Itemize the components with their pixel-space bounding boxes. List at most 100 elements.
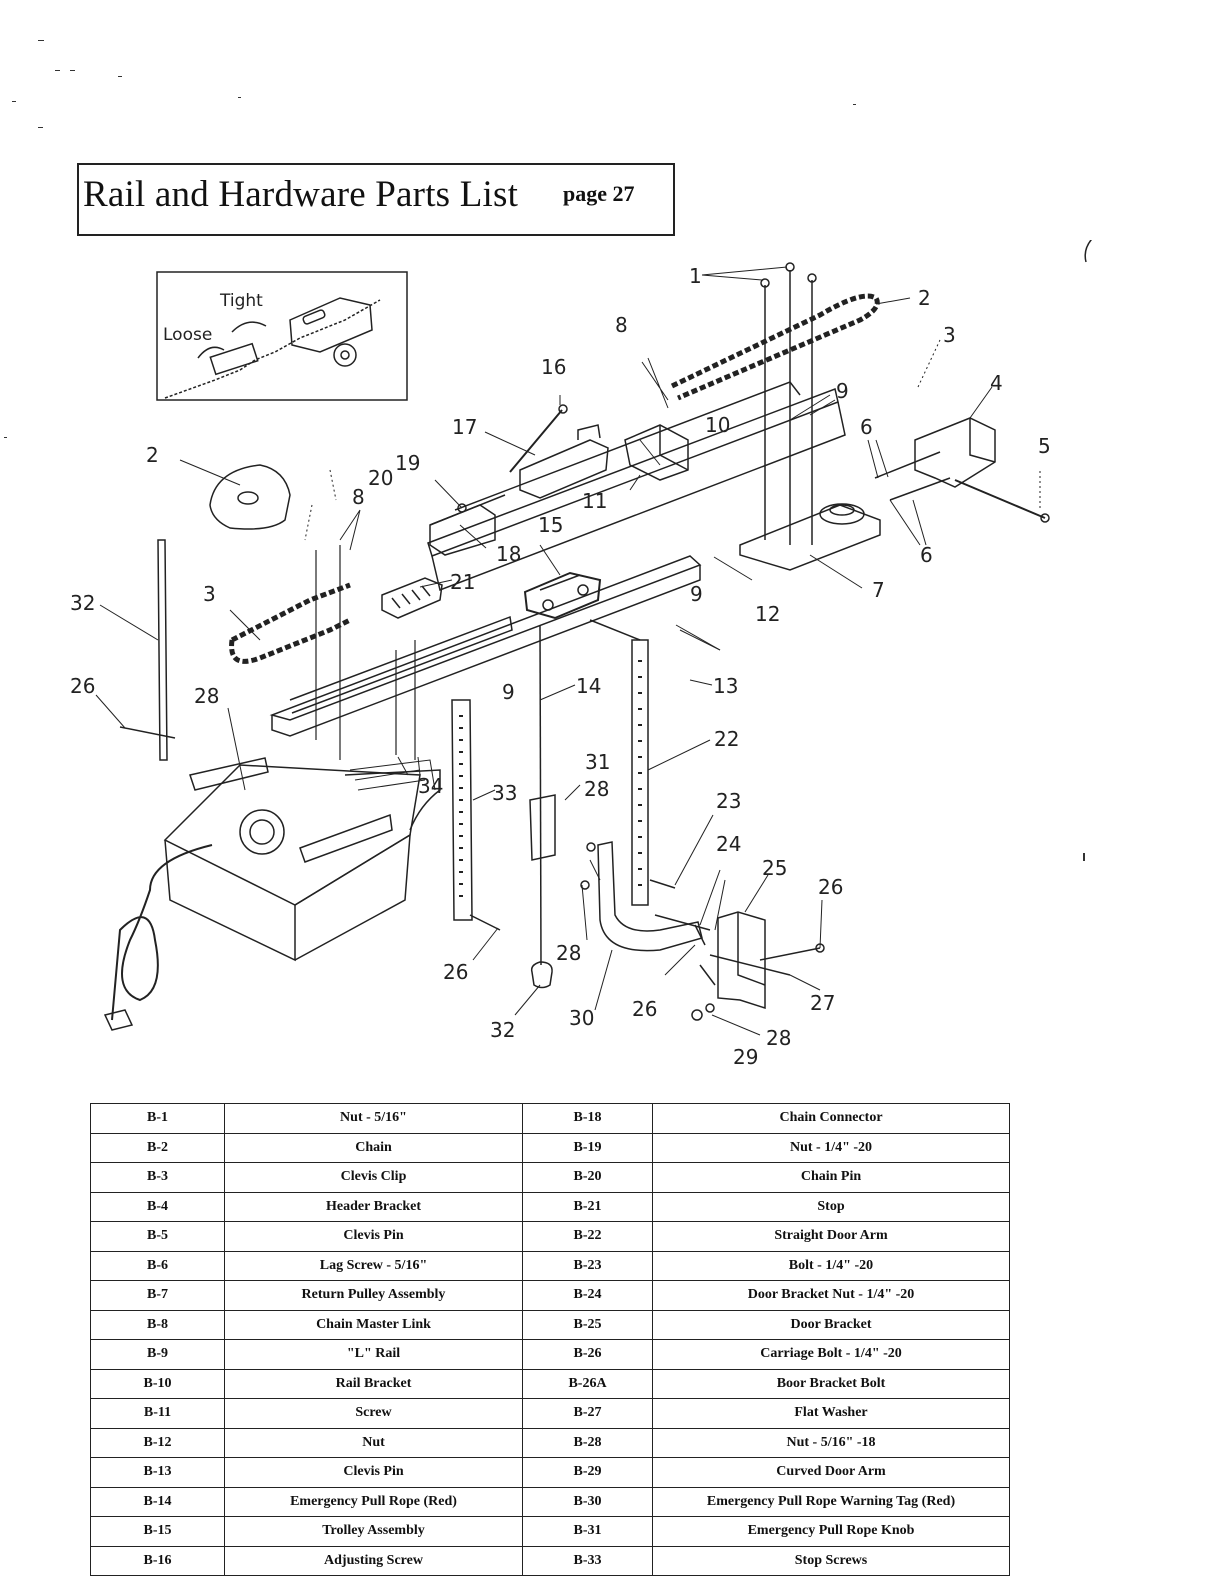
callout-29: 30 (569, 1006, 594, 1030)
callout-2: 2 (918, 286, 931, 310)
part-description: Boor Bracket Bolt (652, 1368, 1010, 1399)
part-code: B-30 (522, 1486, 653, 1517)
chain-connector (519, 424, 609, 499)
part-description: Screw (224, 1398, 523, 1429)
part-description: Door Bracket (652, 1309, 1010, 1340)
part-code: B-28 (522, 1427, 653, 1458)
part-description: Stop (652, 1191, 1010, 1222)
part-code: B-24 (522, 1280, 653, 1311)
rail-upper (427, 381, 846, 592)
callout-5: 5 (1038, 434, 1051, 458)
emergency-rope (539, 624, 542, 966)
callout-12: 12 (755, 602, 780, 626)
callout-4: 4 (990, 371, 1003, 395)
scan-mark (1084, 240, 1092, 263)
power-head-unit (163, 757, 441, 962)
part-description: Stop Screws (652, 1545, 1010, 1576)
page-reference: page 27 (563, 181, 635, 206)
part-code: B-14 (90, 1486, 225, 1517)
hanging-bracket-right (451, 699, 473, 921)
part-description: Emergency Pull Rope Knob (652, 1516, 1010, 1547)
callout-2-lower: 3 (203, 582, 216, 606)
callout-8: 8 (352, 485, 365, 509)
scan-speck (38, 40, 44, 41)
scan-speck (12, 101, 16, 102)
part-description: Carriage Bolt - 1/4" -20 (652, 1339, 1010, 1370)
part-description: "L" Rail (224, 1339, 523, 1370)
part-description: Door Bracket Nut - 1/4" -20 (652, 1280, 1010, 1311)
callout-21: 21 (450, 570, 475, 594)
scan-speck (238, 97, 241, 98)
part-code: B-31 (522, 1516, 653, 1547)
callout-24: 24 (716, 832, 741, 856)
part-code: B-26 (522, 1339, 653, 1370)
callout-9: 9 (502, 680, 515, 704)
sprocket-cover (209, 464, 291, 530)
adjusting-screw-head (558, 404, 568, 414)
part-description: Adjusting Screw (224, 1545, 523, 1576)
callout-26: 27 (810, 991, 835, 1015)
part-code: B-26A (522, 1368, 653, 1399)
adjusting-screw (509, 409, 563, 473)
part-description: Nut - 5/16" (224, 1103, 523, 1134)
part-code: B-20 (522, 1162, 653, 1193)
callout-9: 9 (690, 582, 703, 606)
warning-tag (529, 794, 556, 861)
part-code: B-29 (522, 1457, 653, 1488)
part-description: Header Bracket (224, 1191, 523, 1222)
part-code: B-16 (90, 1545, 225, 1576)
carriage-bolt (119, 726, 176, 739)
part-description: Nut - 1/4" -20 (652, 1132, 1010, 1163)
callout-17: 17 (452, 415, 477, 439)
callout-13: 13 (713, 674, 738, 698)
part-description: Clevis Pin (224, 1221, 523, 1252)
part-description: Emergency Pull Rope Warning Tag (Red) (652, 1486, 1010, 1517)
callout-31: 32 (490, 1018, 515, 1042)
part-code: B-5 (90, 1221, 225, 1252)
part-code: B-8 (90, 1309, 225, 1340)
callout-25: 25 (762, 856, 787, 880)
part-description: Clevis Clip (224, 1162, 523, 1193)
callout-1: 1 (689, 264, 702, 288)
chain-upper (670, 293, 880, 401)
part-code: B-1 (90, 1103, 225, 1134)
lag-screw (889, 477, 951, 501)
part-description: Chain (224, 1132, 523, 1163)
stop-block (381, 577, 443, 619)
part-code: B-18 (522, 1103, 653, 1134)
callout-26: 26 (70, 674, 95, 698)
scan-speck (70, 70, 75, 71)
part-code: B-33 (522, 1545, 653, 1576)
exploded-diagram: Tight Loose 1 2 3 4 5 6 6 7 8 8 9 9 9 10… (0, 240, 1224, 1080)
part-description: Nut - 5/16" -18 (652, 1427, 1010, 1458)
mount-screws (315, 545, 416, 760)
scan-speck (38, 127, 43, 128)
part-description: Chain Connector (652, 1103, 1010, 1134)
callout-10: 10 (705, 413, 730, 437)
part-description: Return Pulley Assembly (224, 1280, 523, 1311)
door-bracket (717, 911, 766, 1010)
part-description: Emergency Pull Rope (Red) (224, 1486, 523, 1517)
lag-screw (874, 451, 941, 479)
part-code: B-7 (90, 1280, 225, 1311)
part-description: Clevis Pin (224, 1457, 523, 1488)
part-description: Trolley Assembly (224, 1516, 523, 1547)
callout-9: 9 (836, 379, 849, 403)
callout-27: 28 (766, 1026, 791, 1050)
callout-6: 6 (920, 543, 933, 567)
callout-32: 32 (70, 591, 95, 615)
part-description: Bolt - 1/4" -20 (652, 1250, 1010, 1281)
part-code: B-27 (522, 1398, 653, 1429)
part-description: Chain Pin (652, 1162, 1010, 1193)
pulley-screws (764, 270, 813, 545)
